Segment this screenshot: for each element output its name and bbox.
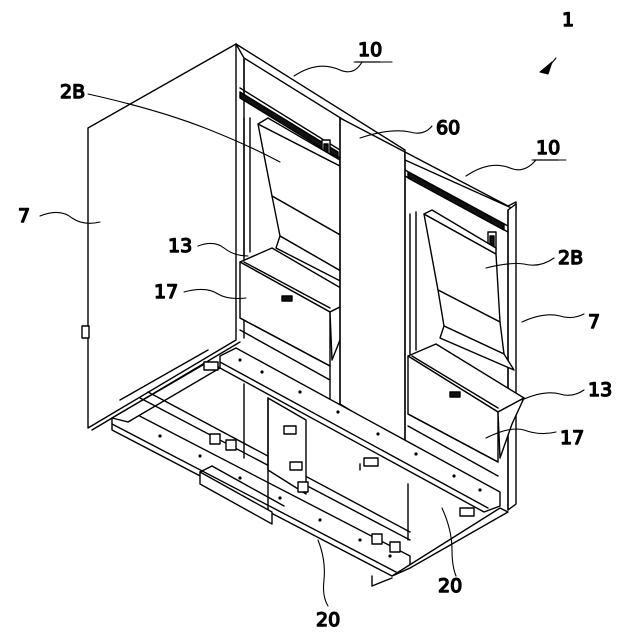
label-7-left: 7 bbox=[18, 205, 30, 227]
label-2b-right: 2B bbox=[558, 247, 583, 269]
label-20-right: 20 bbox=[438, 575, 462, 597]
label-ref-1: 1 bbox=[562, 9, 574, 31]
label-17-left: 17 bbox=[154, 281, 178, 303]
label-2b-left: 2B bbox=[60, 81, 85, 103]
label-7-right: 7 bbox=[588, 311, 600, 333]
label-60: 60 bbox=[436, 117, 460, 139]
label-13-right: 13 bbox=[588, 379, 612, 401]
label-10-left: 10 bbox=[358, 39, 382, 61]
label-17-right: 17 bbox=[560, 427, 584, 449]
right-side-panel bbox=[508, 204, 516, 510]
arrow-head bbox=[540, 62, 552, 74]
label-20-front: 20 bbox=[316, 609, 340, 631]
center-panel-60 bbox=[338, 118, 405, 446]
side-knob bbox=[82, 326, 89, 338]
label-10-right: 10 bbox=[536, 137, 560, 159]
label-13-left: 13 bbox=[168, 235, 192, 257]
